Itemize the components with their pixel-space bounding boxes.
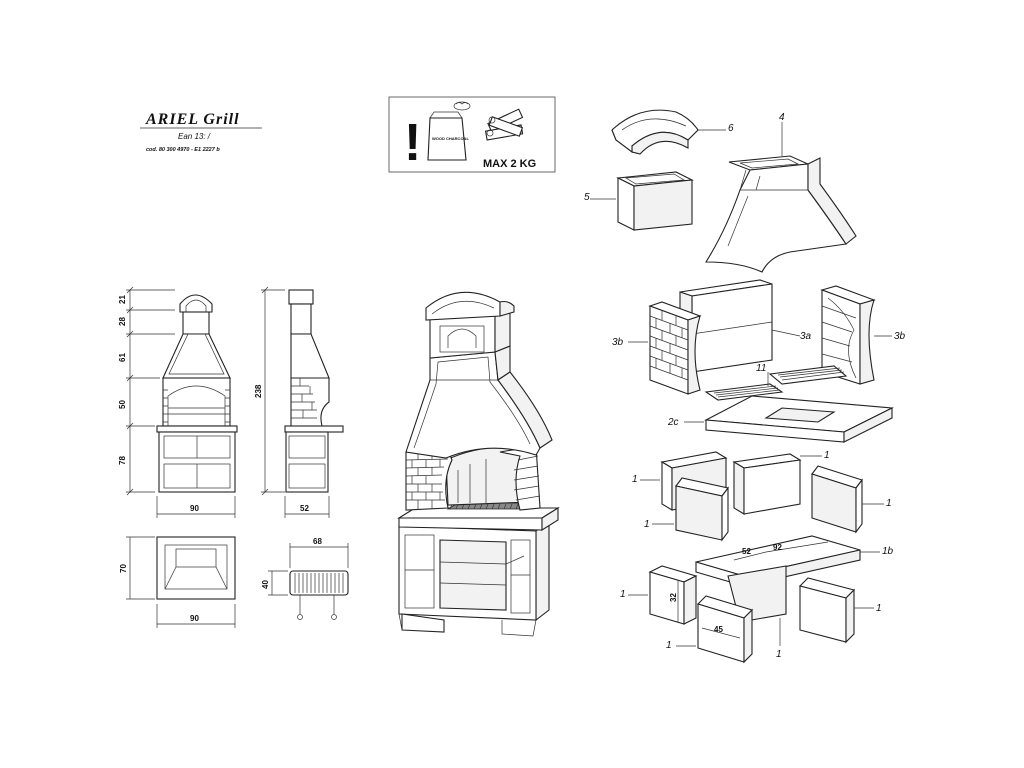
front-height-61: 61 [118, 353, 127, 362]
rack-height: 40 [261, 580, 270, 589]
side-total-height: 238 [254, 384, 263, 398]
top-depth: 70 [119, 564, 128, 573]
front-height-50: 50 [118, 400, 127, 409]
dim-block-32: 32 [669, 593, 678, 602]
label-part-1b-left: 1 [644, 519, 650, 530]
product-code: cod. 80 300 4970 - E1 2227 b [146, 147, 220, 153]
label-part-6: 6 [728, 123, 734, 134]
firewood-icon [484, 108, 524, 141]
part-1-upper-blocks: 1 1 1 1 [632, 450, 892, 542]
label-part-1f: 1 [666, 640, 672, 651]
side-depth: 52 [300, 504, 309, 513]
front-height-78: 78 [118, 456, 127, 465]
front-view: 21 28 61 50 78 90 [118, 286, 238, 518]
part-3a-back-wall: 3a [679, 279, 812, 373]
dim-shelf-52: 52 [742, 547, 751, 556]
part-11-fire-grates: 11 [704, 363, 848, 401]
front-height-21: 21 [118, 295, 127, 304]
part-1-lower-blocks: 1 32 1 45 1 1 [620, 565, 882, 664]
label-part-3b-left: 3b [612, 337, 624, 348]
label-part-1e: 1 [620, 589, 626, 600]
charcoal-bag-icon: WOOD CHARCOAL [427, 101, 471, 161]
grill-rack: 68 40 [261, 537, 349, 620]
warning-icon: ! [404, 114, 421, 172]
label-part-3b-right: 3b [894, 331, 906, 342]
label-part-1g: 1 [876, 603, 882, 614]
label-part-1c: 1 [824, 450, 830, 461]
part-1b-shelf: 52 92 1b [695, 535, 894, 587]
label-part-1b: 1b [882, 546, 894, 557]
side-view: 238 52 [254, 286, 344, 518]
label-part-3a: 3a [800, 331, 812, 342]
label-part-1a: 1 [632, 474, 638, 485]
part-4-hood: 4 [705, 112, 857, 273]
label-part-2c: 2c [667, 417, 679, 428]
product-ean: Ean 13: / [178, 132, 211, 141]
label-part-1h: 1 [776, 649, 782, 660]
product-name: ARIEL Grill [145, 111, 240, 128]
label-part-5: 5 [584, 192, 590, 203]
svg-text:WOOD CHARCOAL: WOOD CHARCOAL [432, 136, 469, 141]
label-part-1d: 1 [886, 498, 892, 509]
max-load-label: MAX 2 KG [483, 158, 536, 170]
title-block: ARIEL Grill Ean 13: / cod. 80 300 4970 -… [140, 111, 262, 153]
label-part-4: 4 [779, 112, 785, 123]
part-6-arch-cap: 6 [611, 109, 734, 155]
rack-width: 68 [313, 537, 322, 546]
assembled-grill [397, 291, 560, 637]
front-width: 90 [190, 504, 199, 513]
front-height-28: 28 [118, 317, 127, 326]
warning-box: ! WOOD CHARCOAL MAX 2 KG [388, 96, 556, 173]
part-5-chimney: 5 [584, 171, 694, 231]
dim-shelf-92: 92 [773, 543, 782, 552]
dim-block-45: 45 [714, 625, 723, 634]
label-part-11: 11 [756, 363, 766, 374]
part-2c-counter: 2c [667, 395, 894, 443]
part-3b-left-wall: 3b [612, 301, 702, 395]
part-3b-right-wall: 3b [820, 285, 906, 385]
top-view: 70 90 [119, 536, 236, 628]
top-width: 90 [190, 614, 199, 623]
